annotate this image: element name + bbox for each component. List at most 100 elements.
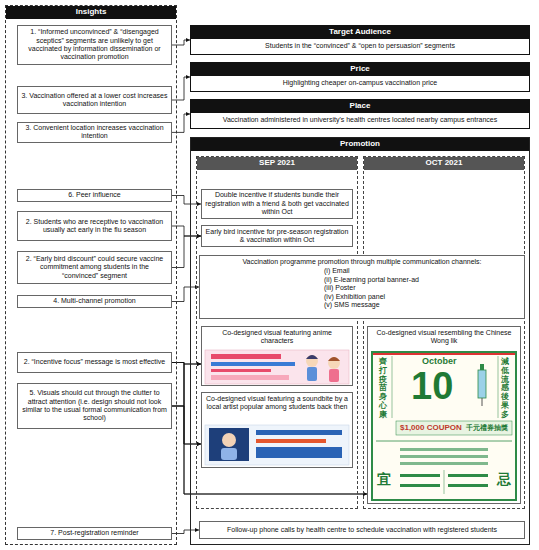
- insight-box: 3. Convenient location increases vaccina…: [17, 122, 172, 143]
- wong-lik-visual-shape: [448, 484, 488, 487]
- box-text: 2. “Incentive focus” message is most eff…: [18, 357, 171, 367]
- visual-caption: Co-designed visual resembling the Chines…: [368, 327, 520, 348]
- insight-box: 3. Vaccination offered at a lower cost i…: [17, 86, 172, 114]
- soundbite-visual-shape: [209, 428, 249, 461]
- tactic-box: Double incentive if students bundle thei…: [201, 189, 353, 219]
- wong-lik-visual-shape: [400, 462, 488, 465]
- visual-caption: Co-designed visual featuring a soundbite…: [202, 393, 352, 414]
- channel-list-box: Vaccination programme promotion through …: [199, 255, 525, 319]
- anime-visual: [205, 350, 349, 384]
- anime-visual-shape: [328, 357, 340, 369]
- poster-text: 忌: [497, 472, 511, 486]
- anime-visual-shape: [211, 369, 271, 372]
- soundbite-visual: [205, 425, 349, 465]
- wong-lik-visual-shape: [376, 441, 512, 442]
- insight-box: 6. Peer influence: [17, 189, 172, 202]
- connector-arrow: [172, 40, 190, 45]
- insight-box: 2. “Incentive focus” message is most eff…: [17, 352, 172, 373]
- strategy-box: PriceHighlighting cheaper on-campus vacc…: [190, 62, 530, 92]
- box-text: 1. “Informed unconvinced” & “disengaged …: [18, 27, 171, 63]
- promotion-panel: PromotionSEP 2021Double incentive if stu…: [190, 137, 530, 545]
- anime-visual-shape: [328, 357, 340, 361]
- box-text: 2. Students who are receptive to vaccina…: [18, 217, 171, 236]
- anime-visual-shape: [306, 355, 318, 367]
- panel-heading: Promotion: [191, 138, 529, 151]
- strategy-box: PlaceVaccination administered in univers…: [190, 99, 530, 129]
- anime-visual-shape: [211, 375, 289, 380]
- list-item: (i) Email: [204, 267, 520, 275]
- insight-box: 4. Multi-channel promotion: [17, 295, 172, 308]
- visual-caption: Co-designed visual featuring anime chara…: [202, 327, 352, 348]
- wong-lik-visual: [372, 352, 516, 500]
- tactic-box: Early bird incentive for pre-season regi…: [201, 225, 353, 247]
- box-text: 3. Vaccination offered at a lower cost i…: [18, 91, 171, 110]
- anime-visual-shape: [211, 362, 295, 366]
- month-column: SEP 2021Double incentive if students bun…: [196, 156, 358, 509]
- list-item: (iv) Exhibition panel: [204, 293, 520, 301]
- box-text: 7. Post-registration reminder: [18, 528, 171, 538]
- wong-lik-visual-shape: [392, 356, 393, 418]
- anime-visual-shape: [329, 369, 339, 382]
- anime-visual-shape: [307, 367, 317, 381]
- box-body: Students in the “convinced” & “open to p…: [191, 39, 529, 53]
- box-heading: Place: [191, 100, 529, 113]
- wong-lik-visual-shape: [478, 370, 486, 398]
- month-column: OCT 2021Co-designed visual resembling th…: [363, 156, 525, 509]
- visual-box: Co-designed visual featuring anime chara…: [201, 326, 353, 386]
- box-text: Early bird incentive for pre-season regi…: [202, 227, 352, 246]
- connector-arrow: [172, 114, 190, 132]
- box-heading: Price: [191, 63, 529, 76]
- insight-box: 7. Post-registration reminder: [17, 527, 172, 540]
- anime-visual-shape: [306, 355, 318, 359]
- soundbite-visual-shape: [256, 430, 342, 435]
- wong-lik-visual-shape: [373, 353, 515, 355]
- poster-text: 千元禮券抽獎: [466, 424, 508, 431]
- wong-lik-visual-shape: [400, 474, 440, 477]
- poster-text: October: [422, 357, 457, 366]
- insight-box: 2. Students who are receptive to vaccina…: [17, 211, 172, 241]
- panel-heading: OCT 2021: [364, 157, 524, 170]
- poster-text: 10: [411, 367, 453, 405]
- panel-heading: Insights: [6, 6, 176, 19]
- wong-lik-visual-shape: [400, 455, 488, 458]
- soundbite-visual-shape: [205, 425, 349, 465]
- poster-text: 齊打疫苗身心康: [379, 358, 387, 420]
- wong-lik-visual-shape: [482, 398, 483, 406]
- poster-text: $1,000 COUPON: [400, 424, 462, 432]
- list-item: (iii) Poster: [204, 284, 520, 292]
- wong-lik-visual-shape: [498, 356, 499, 418]
- wong-lik-visual-shape: [400, 448, 488, 451]
- box-text: 3. Convenient location increases vaccina…: [18, 123, 171, 142]
- soundbite-visual-shape: [256, 439, 326, 443]
- box-body: Highlighting cheaper on-campus vaccinati…: [191, 76, 529, 90]
- poster-text: 減低流感後果多: [501, 358, 509, 420]
- box-text: 5. Visuals should cut through the clutte…: [18, 388, 171, 424]
- insight-box: 5. Visuals should cut through the clutte…: [17, 383, 172, 429]
- insight-box: 2. “Early bird discount” could secure va…: [17, 251, 172, 284]
- list-item: (v) SMS message: [204, 301, 520, 309]
- visual-box: Co-designed visual featuring a soundbite…: [201, 392, 353, 468]
- box-text: 6. Peer influence: [18, 190, 171, 200]
- list-item: (ii) E-learning portal banner-ad: [204, 276, 520, 284]
- wong-lik-visual-shape: [372, 352, 516, 500]
- wong-lik-visual-shape: [448, 474, 488, 477]
- wong-lik-visual-shape: [400, 484, 440, 487]
- anime-visual-shape: [211, 354, 281, 359]
- box-heading: Target Audience: [191, 26, 529, 39]
- box-text: Follow-up phone calls by health centre t…: [200, 525, 524, 535]
- soundbite-visual-shape: [222, 433, 236, 447]
- insight-box: 1. “Informed unconvinced” & “disengaged …: [17, 25, 172, 65]
- list-heading: Vaccination programme promotion through …: [204, 258, 520, 267]
- panel-heading: SEP 2021: [197, 157, 357, 170]
- tactic-box: Follow-up phone calls by health centre t…: [199, 521, 525, 539]
- box-body: Vaccination administered in university's…: [191, 113, 529, 127]
- strategy-box: Target AudienceStudents in the “convince…: [190, 25, 530, 55]
- wong-lik-visual-shape: [444, 470, 445, 494]
- insights-panel: Insights 1. “Informed unconvinced” & “dis…: [5, 5, 177, 545]
- box-text: 4. Multi-channel promotion: [18, 296, 171, 306]
- box-text: 2. “Early bird discount” could secure va…: [18, 254, 171, 281]
- box-text: Double incentive if students bundle thei…: [202, 190, 352, 217]
- poster-text: 宜: [377, 472, 391, 486]
- wong-lik-visual-shape: [396, 421, 512, 435]
